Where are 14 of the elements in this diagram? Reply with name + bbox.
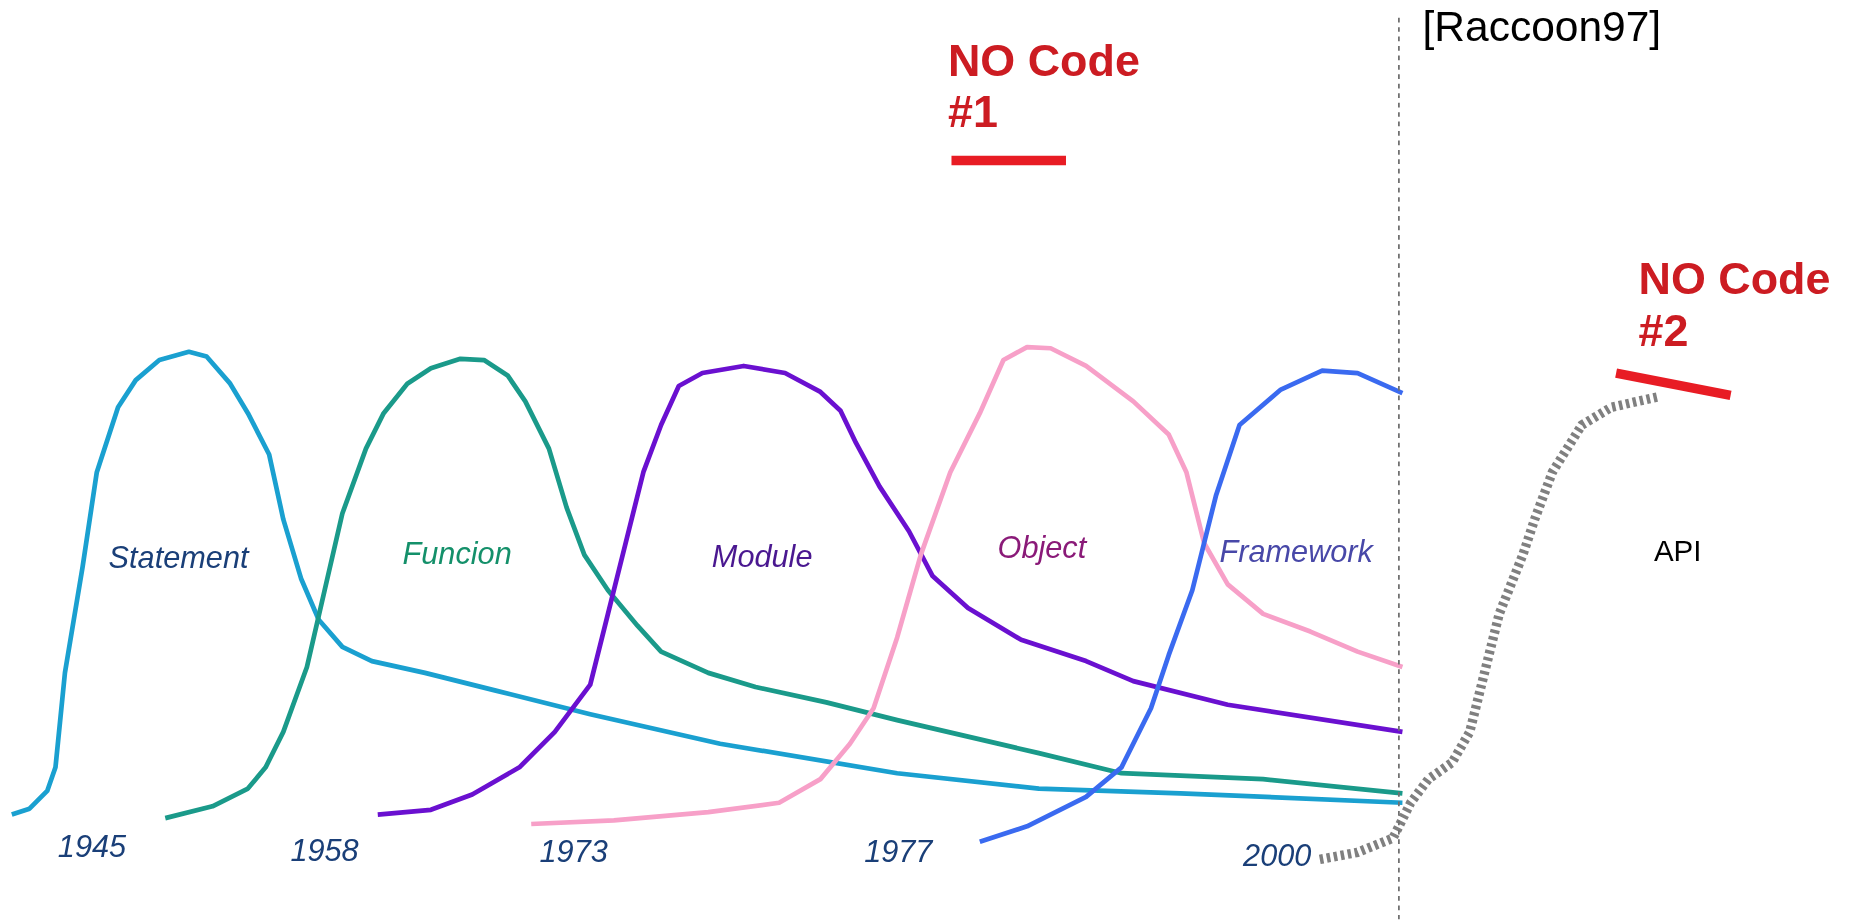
curve-label: API (1653, 533, 1702, 568)
year-label: 1977 (864, 834, 933, 870)
curve-label: Object (997, 531, 1087, 567)
annotation-label: NO Code #1 (947, 35, 1141, 139)
year-label: 1945 (57, 829, 127, 866)
annotation-label: NO Code #2 (1638, 253, 1832, 357)
year-label: 1958 (290, 833, 359, 869)
year-label: 2000 (1243, 839, 1312, 875)
citation-label: [Raccoon97] (1422, 2, 1662, 52)
curve-label: Module (711, 539, 813, 575)
curve-label: Framework (1219, 534, 1373, 571)
curve-label: Statement (108, 540, 249, 576)
curve-label: Funcion (402, 537, 512, 573)
year-label: 1973 (539, 834, 608, 870)
